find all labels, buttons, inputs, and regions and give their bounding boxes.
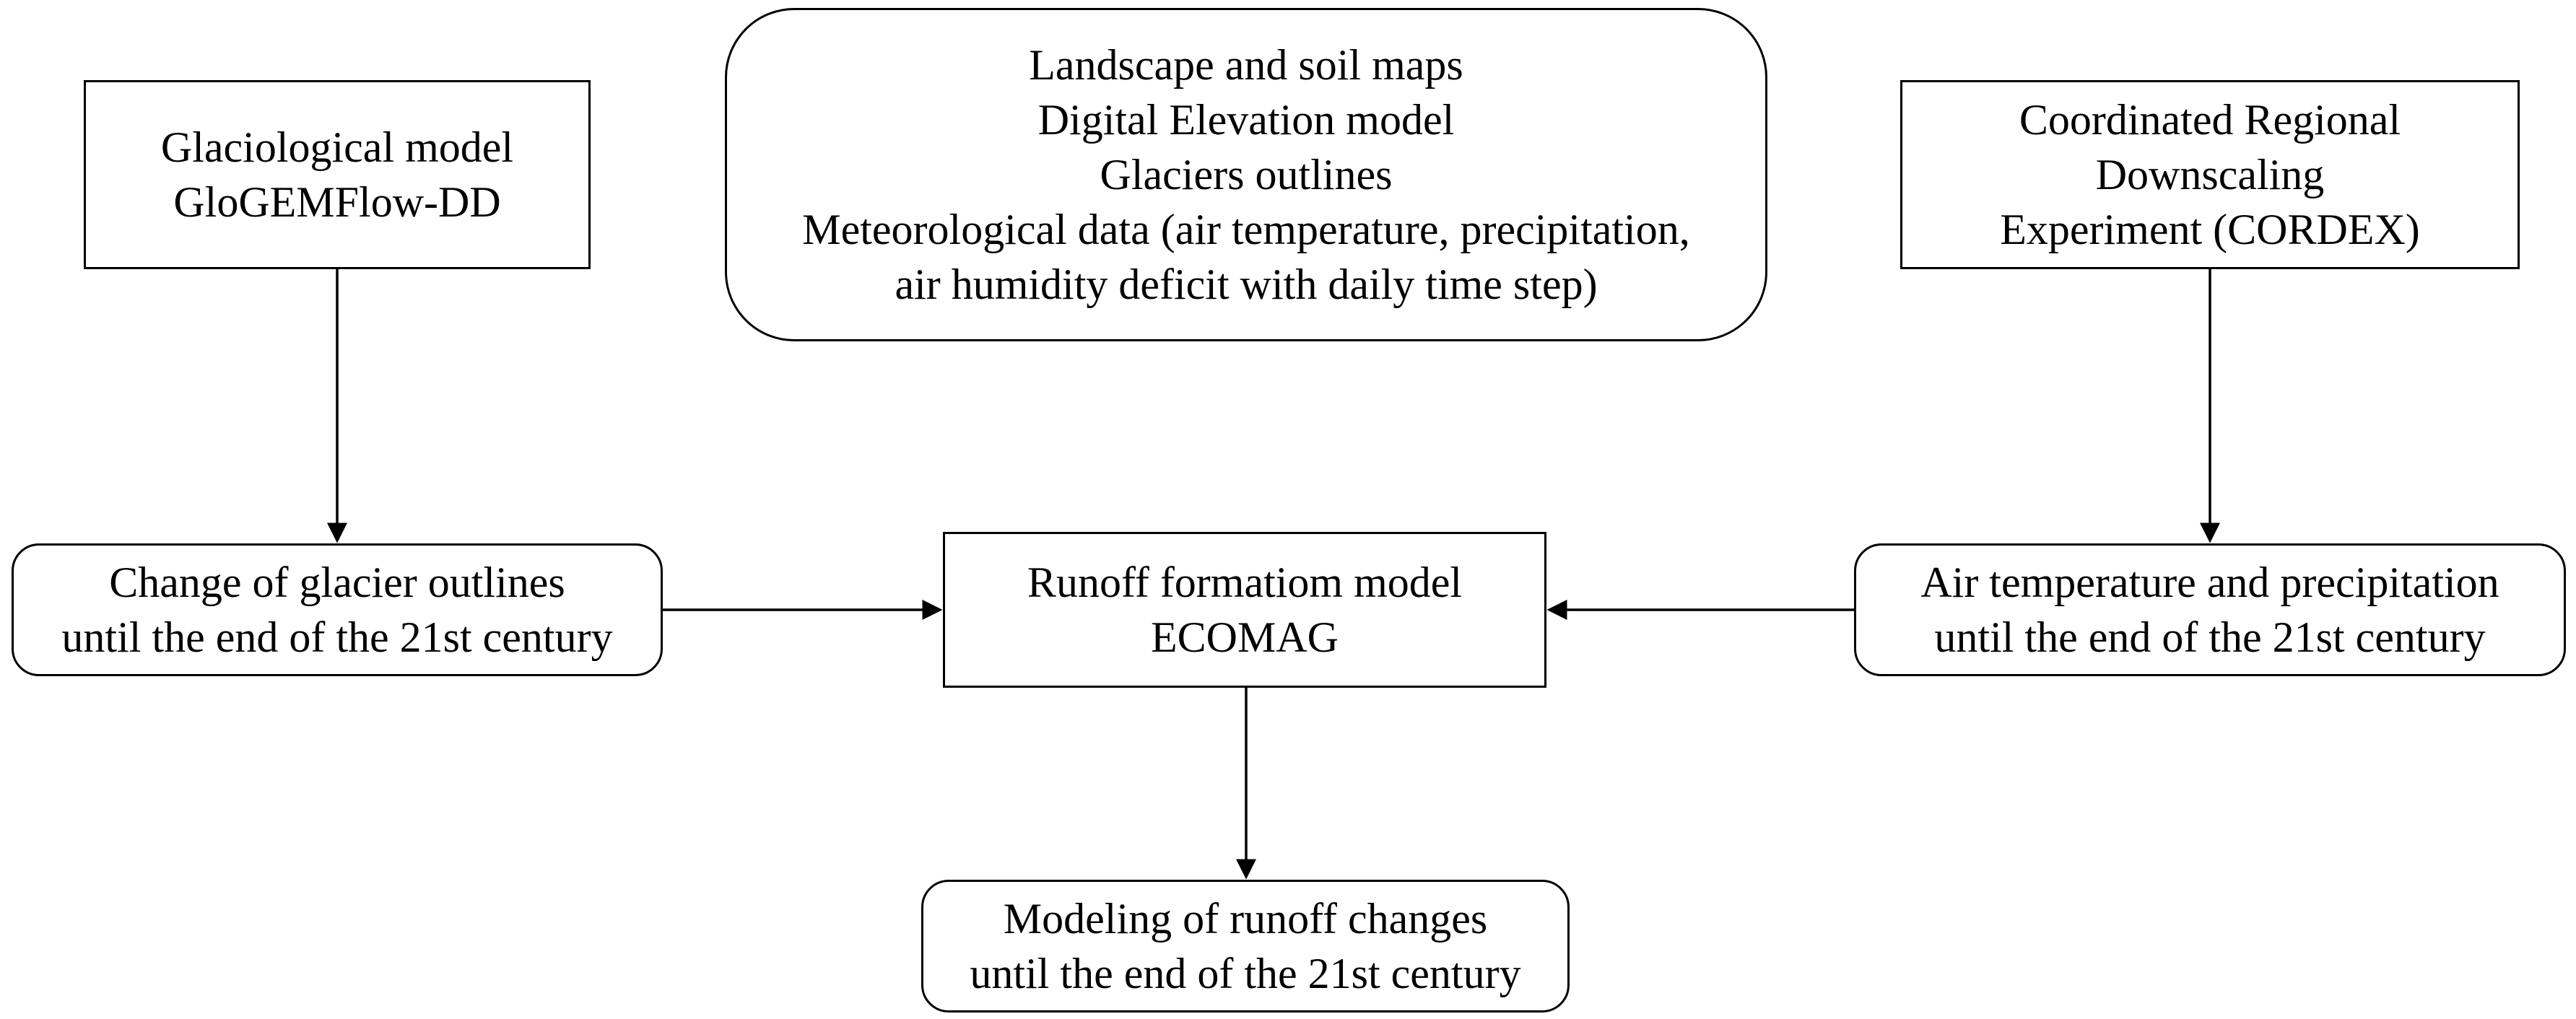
node-text-line: air humidity deficit with daily time ste…	[895, 261, 1598, 308]
node-text-line: ECOMAG	[1150, 613, 1339, 661]
node-text-line: until the end of the 21st century	[61, 613, 613, 661]
node-text-line: Change of glacier outlines	[109, 559, 565, 606]
node-text-line: Downscaling	[2095, 151, 2325, 198]
node-text-line: Experiment (CORDEX)	[2000, 206, 2420, 253]
input-data-box: Landscape and soil maps Digital Elevatio…	[725, 8, 1767, 341]
runoff-changes-box: Modeling of runoff changes until the end…	[921, 880, 1570, 1013]
cordex-box: Coordinated Regional Downscaling Experim…	[1900, 80, 2520, 269]
node-text-line: Modeling of runoff changes	[1003, 895, 1488, 943]
node-text-line: Runoff formatiom model	[1027, 559, 1463, 606]
node-text-line: until the end of the 21st century	[1934, 613, 2486, 661]
node-text-line: Landscape and soil maps	[1029, 41, 1463, 89]
ecomag-model-box: Runoff formatiom model ECOMAG	[943, 532, 1546, 688]
node-text-line: Coordinated Regional	[2019, 96, 2401, 144]
air-temperature-precipitation-box: Air temperature and precipitation until …	[1854, 543, 2566, 676]
node-text-line: Meteorological data (air temperature, pr…	[802, 206, 1690, 253]
node-text-line: until the end of the 21st century	[970, 950, 1521, 997]
node-text-line: GloGEMFlow-DD	[173, 178, 501, 226]
node-text-line: Glaciological model	[160, 123, 514, 171]
node-text-line: Glaciers outlines	[1100, 151, 1393, 198]
glacier-outlines-change-box: Change of glacier outlines until the end…	[12, 543, 663, 676]
node-text-line: Air temperature and precipitation	[1920, 559, 2499, 606]
node-text-line: Digital Elevation model	[1037, 96, 1455, 144]
glaciological-model-box: Glaciological model GloGEMFlow-DD	[84, 80, 591, 269]
